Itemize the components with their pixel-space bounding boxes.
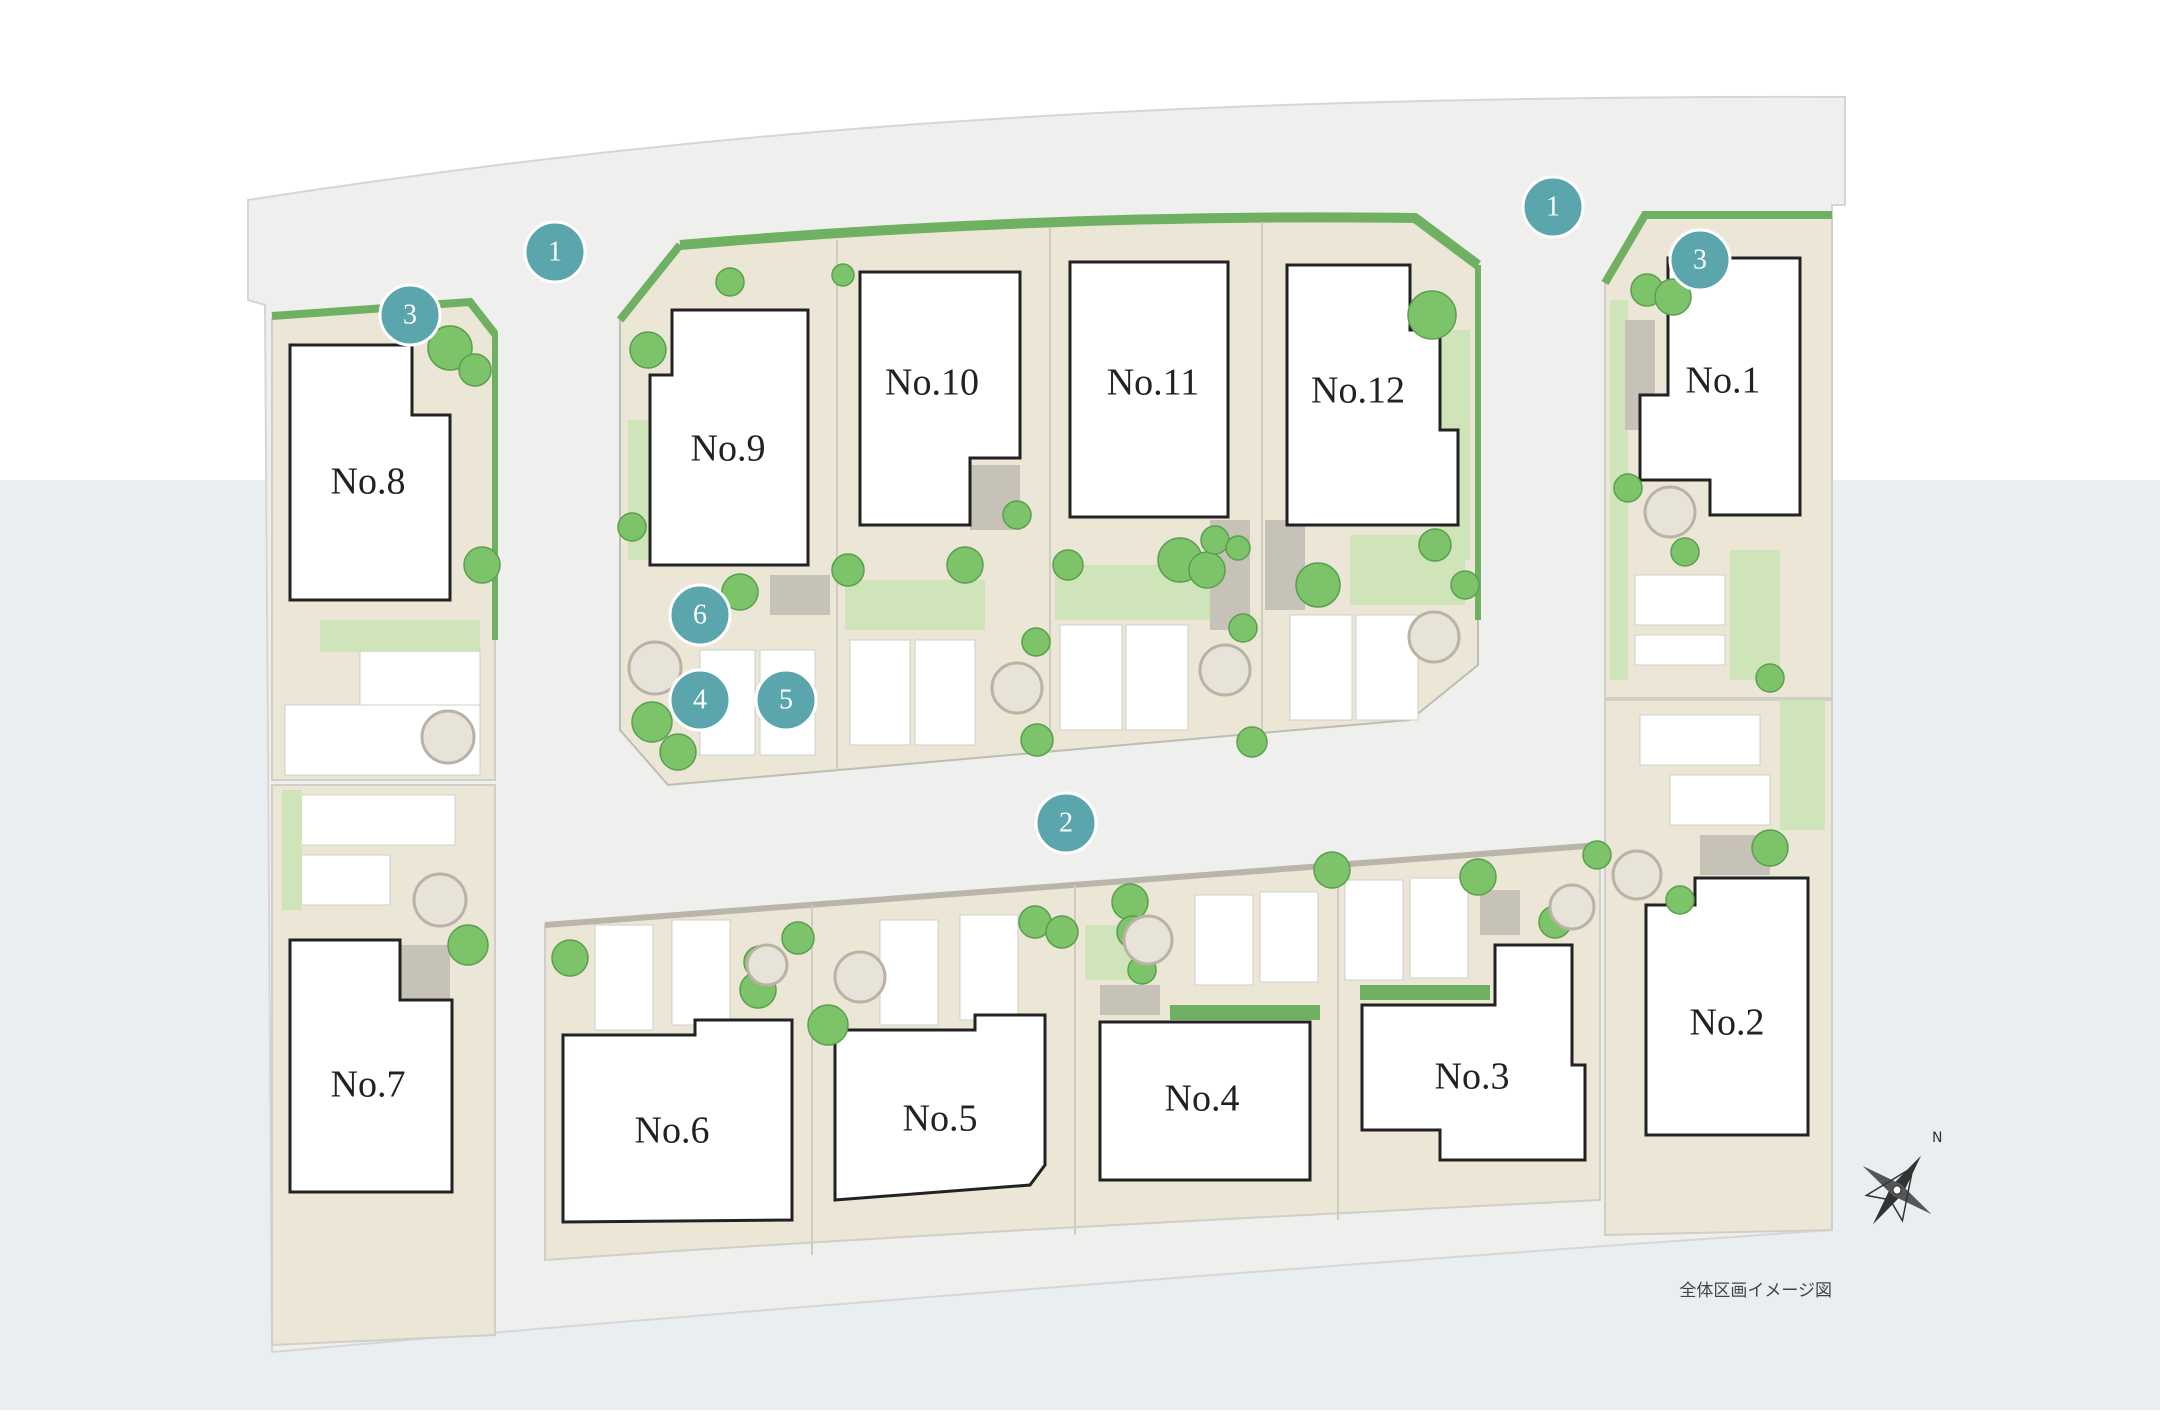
tree-icon bbox=[1236, 726, 1268, 758]
tree-icon bbox=[551, 939, 589, 977]
tree-icon bbox=[1755, 663, 1785, 693]
house-no6 bbox=[561, 1018, 794, 1224]
tree-icon bbox=[1225, 535, 1251, 561]
svg-text:6: 6 bbox=[693, 600, 707, 631]
tree-icon bbox=[715, 267, 745, 297]
lot-group-center bbox=[616, 212, 1481, 787]
svg-text:1: 1 bbox=[1546, 192, 1560, 223]
tree-icon bbox=[721, 573, 759, 611]
round-planter bbox=[1643, 485, 1697, 539]
lot-label-no11[interactable]: No.11 bbox=[1107, 362, 1200, 404]
tree-icon bbox=[1582, 840, 1612, 870]
lot-label-no9[interactable]: No.9 bbox=[691, 428, 766, 470]
house-no1 bbox=[1638, 256, 1802, 517]
round-planter bbox=[1122, 914, 1174, 966]
tree-icon bbox=[1459, 858, 1497, 896]
compass-icon bbox=[1862, 1155, 1932, 1225]
tree-icon bbox=[1751, 829, 1789, 867]
tree-icon bbox=[1111, 883, 1149, 921]
svg-text:1: 1 bbox=[548, 237, 562, 268]
svg-text:5: 5 bbox=[779, 685, 793, 716]
lot-label-no12[interactable]: No.12 bbox=[1311, 370, 1405, 412]
tree-icon bbox=[631, 701, 673, 743]
lot-label-no7[interactable]: No.7 bbox=[331, 1064, 406, 1106]
svg-text:3: 3 bbox=[1693, 245, 1707, 276]
tree-icon bbox=[629, 331, 667, 369]
tree-icon bbox=[1002, 500, 1032, 530]
compass-north-label: N bbox=[1932, 1130, 1942, 1146]
house-no2 bbox=[1644, 876, 1810, 1137]
round-planter bbox=[833, 950, 887, 1004]
tree-icon bbox=[617, 512, 647, 542]
house-no11 bbox=[1068, 260, 1230, 519]
house-no7 bbox=[288, 938, 454, 1194]
round-planter bbox=[1407, 610, 1461, 664]
round-planter bbox=[745, 943, 789, 987]
svg-text:2: 2 bbox=[1059, 808, 1073, 839]
marker-2[interactable]: 2 bbox=[1034, 791, 1098, 855]
svg-text:3: 3 bbox=[403, 300, 417, 331]
round-planter bbox=[420, 709, 476, 765]
tree-icon bbox=[781, 921, 815, 955]
tree-icon bbox=[1045, 915, 1079, 949]
tree-icon bbox=[463, 546, 501, 584]
houses bbox=[288, 256, 1810, 1224]
tree-icon bbox=[1052, 549, 1084, 581]
tree-icon bbox=[1613, 473, 1643, 503]
tree-icon bbox=[427, 325, 473, 371]
tree-icon bbox=[1418, 528, 1452, 562]
house-no9 bbox=[648, 308, 810, 567]
trees bbox=[412, 263, 1789, 1046]
round-planter bbox=[1548, 883, 1596, 931]
tree-icon bbox=[458, 353, 492, 387]
tree-icon bbox=[807, 1004, 849, 1046]
lot-labels: No.1 No.2 No.3 No.4 No.5 No.6 No.7 No.8 … bbox=[331, 360, 1765, 1152]
tree-icon bbox=[1450, 570, 1480, 600]
tree-icon bbox=[1228, 613, 1258, 643]
tree-icon bbox=[659, 733, 697, 771]
lot-label-no5[interactable]: No.5 bbox=[903, 1098, 978, 1140]
tree-icon bbox=[1295, 562, 1341, 608]
marker-4[interactable]: 4 bbox=[668, 668, 732, 732]
round-planter bbox=[990, 661, 1044, 715]
tree-icon bbox=[1313, 851, 1351, 889]
marker-1-left[interactable]: 1 bbox=[523, 220, 587, 284]
tree-icon bbox=[1665, 885, 1695, 915]
lot-label-no10[interactable]: No.10 bbox=[885, 362, 979, 404]
house-no10 bbox=[858, 270, 1022, 527]
round-planter bbox=[1611, 849, 1663, 901]
marker-3-left[interactable]: 3 bbox=[378, 283, 442, 347]
round-planter bbox=[412, 872, 468, 928]
markers: 1 1 2 3 3 4 5 6 bbox=[378, 175, 1732, 855]
marker-1-right[interactable]: 1 bbox=[1521, 175, 1585, 239]
tree-icon bbox=[1654, 278, 1692, 316]
lot-label-no2[interactable]: No.2 bbox=[1690, 1002, 1765, 1044]
tree-icon bbox=[447, 924, 489, 966]
round-planter bbox=[1198, 643, 1252, 697]
tree-icon bbox=[1020, 723, 1054, 757]
lot-label-no6[interactable]: No.6 bbox=[635, 1110, 710, 1152]
tree-icon bbox=[1200, 525, 1230, 555]
tree-icon bbox=[946, 546, 984, 584]
tree-icon bbox=[1021, 627, 1051, 657]
tree-icon bbox=[831, 263, 855, 287]
svg-text:4: 4 bbox=[693, 685, 707, 716]
lot-label-no3[interactable]: No.3 bbox=[1435, 1056, 1510, 1098]
house-no5 bbox=[833, 1013, 1047, 1202]
house-no3 bbox=[1360, 943, 1587, 1162]
tree-icon bbox=[1188, 551, 1226, 589]
map-caption: 全体区画イメージ図 bbox=[1679, 1281, 1832, 1301]
round-planter bbox=[627, 640, 683, 696]
tree-icon bbox=[1407, 290, 1457, 340]
house-no4 bbox=[1098, 1020, 1312, 1182]
tree-icon bbox=[831, 553, 865, 587]
marker-3-right[interactable]: 3 bbox=[1668, 228, 1732, 292]
lot-label-no8[interactable]: No.8 bbox=[331, 461, 406, 503]
marker-5[interactable]: 5 bbox=[754, 668, 818, 732]
lot-label-no4[interactable]: No.4 bbox=[1165, 1078, 1240, 1120]
tree-icon bbox=[1670, 537, 1700, 567]
lot-label-no1[interactable]: No.1 bbox=[1686, 360, 1761, 402]
marker-6[interactable]: 6 bbox=[668, 583, 732, 647]
